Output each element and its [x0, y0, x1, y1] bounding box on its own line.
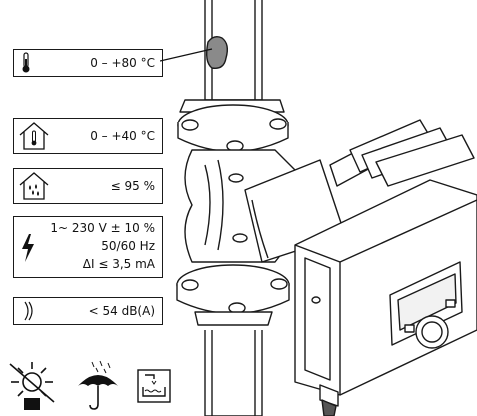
frequency-value: 50/60 Hz	[101, 239, 155, 253]
humidity-value: ≤ 95 %	[110, 179, 155, 193]
spec-fluid-temperature: 0 – +80 °C	[13, 49, 163, 77]
umbrella-rain-icon	[78, 360, 118, 410]
noise-value: < 54 dB(A)	[88, 304, 155, 318]
house-thermometer-icon	[19, 122, 49, 150]
fluid-temperature-value: 0 – +80 °C	[90, 56, 155, 70]
spec-ambient-temperature: 0 – +40 °C	[13, 118, 163, 154]
sun-protection-icon	[9, 362, 55, 410]
spec-noise-level: < 54 dB(A)	[13, 297, 163, 325]
spec-humidity: ≤ 95 %	[13, 168, 163, 204]
lightning-icon	[22, 234, 34, 262]
sound-wave-icon	[24, 301, 33, 321]
callout-line	[160, 48, 213, 62]
voltage-value: 1~ 230 V ± 10 %	[50, 221, 155, 235]
house-humidity-icon	[19, 172, 49, 200]
thermometer-icon	[22, 52, 30, 73]
ambient-temperature-value: 0 – +40 °C	[90, 129, 155, 143]
spec-electrical: 1~ 230 V ± 10 % 50/60 Hz ΔI ≤ 3,5 mA	[13, 216, 163, 278]
leakage-current-value: ΔI ≤ 3,5 mA	[82, 257, 155, 271]
condensate-tray-icon	[137, 369, 171, 403]
